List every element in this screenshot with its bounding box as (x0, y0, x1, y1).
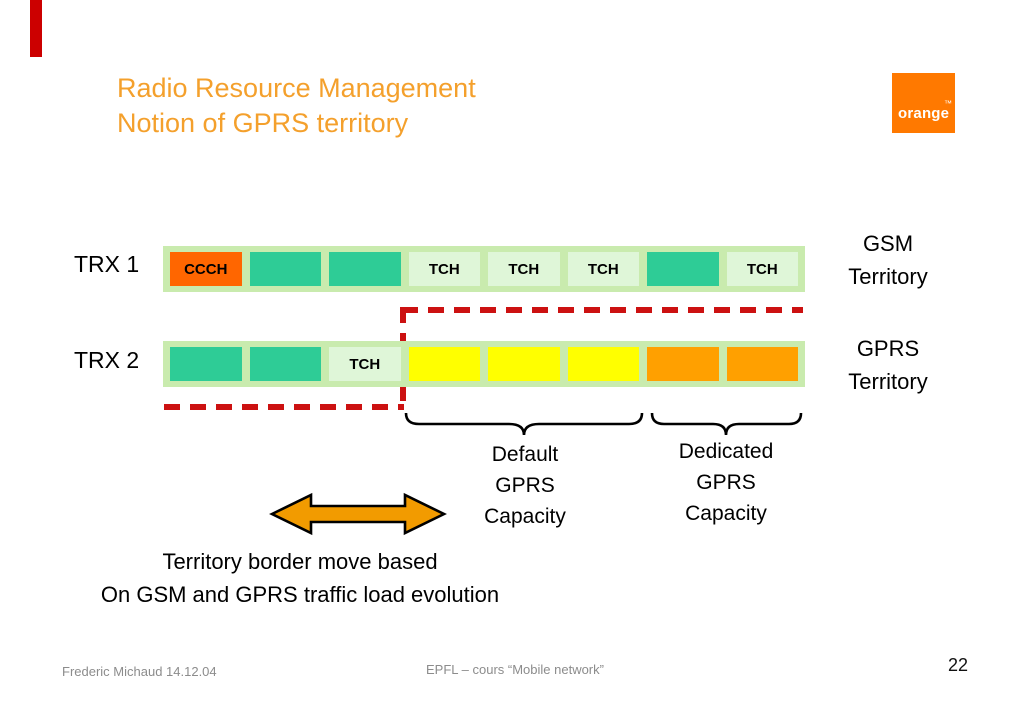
dedicated-gprs-capacity-label: Dedicated GPRS Capacity (641, 436, 811, 529)
caption-line-2: On GSM and GPRS traffic load evolution (100, 582, 500, 607)
gsm-territory-line-1: GSM (862, 231, 914, 256)
territory-move-arrow (269, 492, 447, 536)
corner-mark (30, 0, 42, 57)
slot-gprs-default (408, 347, 480, 381)
trx2-row-label: TRX 2 (74, 347, 140, 373)
default-capacity-line-1: Default (491, 443, 559, 466)
territory-move-caption: Territory border move based On GSM and G… (50, 545, 550, 611)
trx1-row-label: TRX 1 (74, 251, 140, 277)
slot-gsm-used (249, 347, 321, 381)
title-line-1: Radio Resource Management (117, 73, 476, 103)
slot-gprs-default (567, 347, 639, 381)
slide-title: Radio Resource Management Notion of GPRS… (117, 71, 476, 141)
slot-tch: TCH (329, 347, 401, 381)
gprs-territory-line-2: Territory (848, 369, 928, 394)
footer-author-date: Frederic Michaud 14.12.04 (62, 664, 217, 679)
slot-gsm-used (170, 347, 242, 381)
dedicated-capacity-line-3: Capacity (685, 502, 767, 525)
default-capacity-line-2: GPRS (495, 474, 555, 497)
gprs-territory-border-top-dash (402, 307, 803, 313)
gprs-territory-label: GPRS Territory (826, 332, 950, 398)
footer-page-number: 22 (947, 655, 968, 675)
orange-logo-text: orange (898, 105, 950, 122)
slot-gsm-used (329, 252, 401, 286)
dedicated-capacity-line-2: GPRS (696, 471, 756, 494)
caption-line-1: Territory border move based (162, 549, 438, 574)
gsm-territory-line-2: Territory (848, 264, 928, 289)
default-gprs-capacity-label: Default GPRS Capacity (440, 439, 610, 532)
slot-tch: TCH (488, 252, 560, 286)
slot-tch: TCH (726, 252, 798, 286)
slot-gprs-dedicated (647, 347, 719, 381)
slot-ccch: CCCH (170, 252, 242, 286)
trx2-bar: TCH (163, 341, 805, 387)
orange-logo: orange ™ (892, 73, 955, 133)
dedicated-capacity-brace (650, 412, 803, 436)
trademark-symbol: ™ (944, 99, 952, 108)
slot-gprs-dedicated (726, 347, 798, 381)
slot-tch: TCH (567, 252, 639, 286)
gsm-territory-label: GSM Territory (826, 227, 950, 293)
footer-course-title: EPFL – cours “Mobile network” (426, 662, 604, 677)
slot-gprs-default (488, 347, 560, 381)
default-capacity-brace (404, 412, 644, 436)
gsm-territory-border-bottom-dash (164, 404, 404, 410)
slot-gsm-used (647, 252, 719, 286)
default-capacity-line-3: Capacity (484, 505, 566, 528)
title-line-2: Notion of GPRS territory (117, 108, 409, 138)
slot-gsm-used (249, 252, 321, 286)
gprs-territory-line-1: GPRS (856, 336, 920, 361)
slot-tch: TCH (408, 252, 480, 286)
dedicated-capacity-line-1: Dedicated (678, 440, 774, 463)
